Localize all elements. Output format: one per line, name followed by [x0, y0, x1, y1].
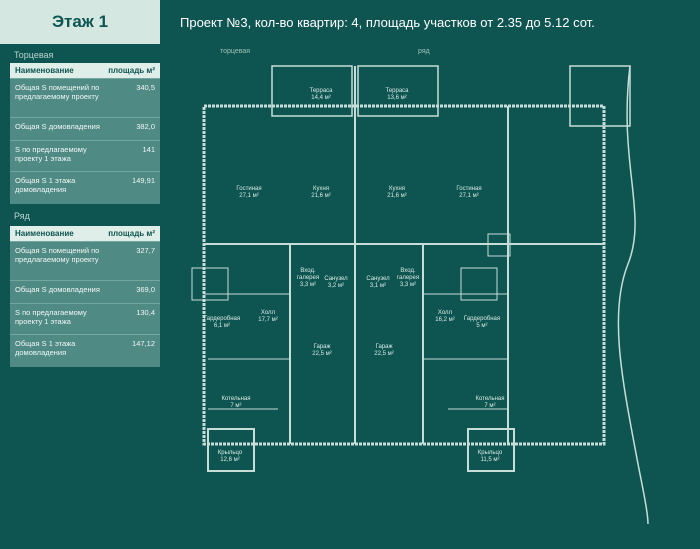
- row-label: Общая S помещений по предлагаемому проек…: [15, 246, 100, 264]
- terrace-outline: [569, 65, 631, 127]
- stairs: [487, 233, 511, 257]
- end-section-heading: Торцевая: [14, 50, 54, 60]
- facade-curve: [617, 65, 649, 525]
- table-header: Наименование площадь м²: [10, 63, 160, 78]
- row-value: 141: [142, 145, 155, 154]
- table-row: Общая S домовладения 369,0: [10, 280, 160, 303]
- row-label: Общая S домовладения: [15, 285, 100, 294]
- table-row: Общая S домовладения 382,0: [10, 117, 160, 140]
- row-section-heading: Ряд: [14, 211, 30, 221]
- row-value: 147,12: [132, 339, 155, 348]
- project-title: Проект №3, кол-во квартир: 4, площадь уч…: [180, 15, 595, 30]
- row-label: Общая S помещений по предлагаемому проек…: [15, 83, 100, 101]
- row-label: S по предлагаемому проекту 1 этажа: [15, 308, 87, 326]
- floor-tab[interactable]: Этаж 1: [0, 0, 160, 44]
- porch-outline: [207, 428, 255, 472]
- outer-wall: [202, 104, 606, 446]
- floor-plan-drawing: [191, 65, 649, 525]
- row-value: 369,0: [136, 285, 155, 294]
- col-name-header: Наименование: [15, 66, 74, 75]
- row-value: 327,7: [136, 246, 155, 255]
- end-section-plan-label: торцевая: [220, 48, 251, 55]
- end-section-table: Наименование площадь м² Общая S помещени…: [10, 63, 160, 204]
- table-row: Общая S помещений по предлагаемому проек…: [10, 78, 160, 117]
- terrace-outline: [357, 65, 439, 117]
- table-row: S по предлагаемому проекту 1 этажа 141: [10, 140, 160, 171]
- row-value: 149,91: [132, 176, 155, 185]
- row-label: S по предлагаемому проекту 1 этажа: [15, 145, 87, 163]
- stairs: [191, 267, 229, 301]
- row-label: Общая S 1 этажа домовладения: [15, 339, 76, 357]
- col-area-header: площадь м²: [108, 229, 155, 238]
- table-row: Общая S 1 этажа домовладения 149,91: [10, 171, 160, 204]
- table-header: Наименование площадь м²: [10, 226, 160, 241]
- row-section-plan-label: ряд: [418, 48, 430, 55]
- row-label: Общая S 1 этажа домовладения: [15, 176, 76, 194]
- terrace-outline: [271, 65, 353, 117]
- col-area-header: площадь м²: [108, 66, 155, 75]
- table-row: Общая S помещений по предлагаемому проек…: [10, 241, 160, 280]
- porch-outline: [467, 428, 515, 472]
- row-value: 130,4: [136, 308, 155, 317]
- table-row: S по предлагаемому проекту 1 этажа 130,4: [10, 303, 160, 334]
- row-value: 382,0: [136, 122, 155, 131]
- stairs: [460, 267, 498, 301]
- row-label: Общая S домовладения: [15, 122, 100, 131]
- row-value: 340,5: [136, 83, 155, 92]
- row-section-table: Наименование площадь м² Общая S помещени…: [10, 226, 160, 367]
- col-name-header: Наименование: [15, 229, 74, 238]
- table-row: Общая S 1 этажа домовладения 147,12: [10, 334, 160, 367]
